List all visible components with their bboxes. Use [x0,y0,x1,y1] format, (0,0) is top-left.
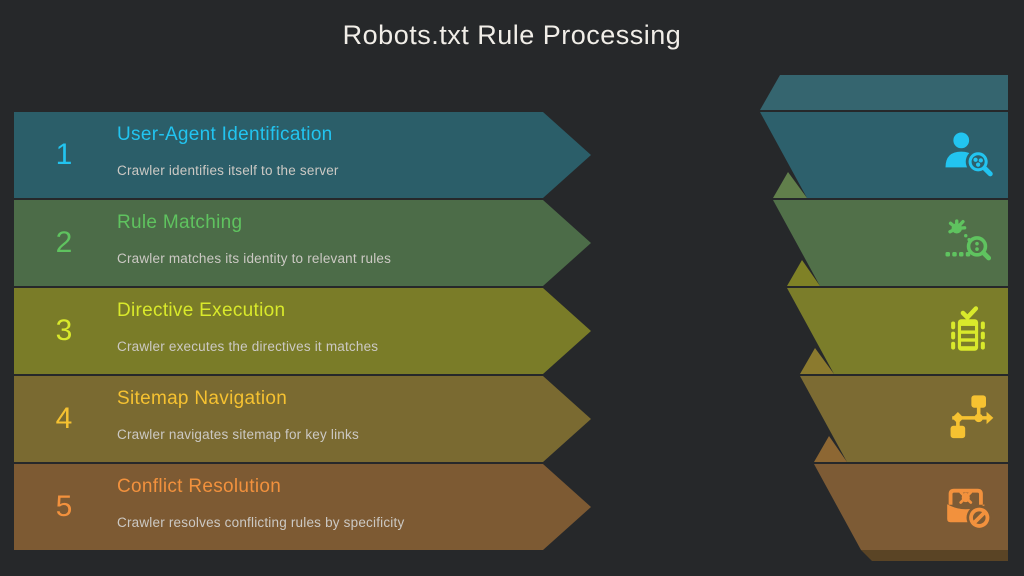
step-arrow-2 [14,200,591,286]
step-title: Conflict Resolution [117,476,282,497]
step-number: 4 [55,402,73,435]
step-arrow-5 [14,464,591,550]
ribbon-fold-5 [814,436,847,462]
ribbon-fold-4 [800,348,834,374]
blocked-bug-box-icon [941,480,995,534]
step-row-2: 2 Rule Matching Crawler matches its iden… [14,200,544,286]
ribbon-band-3 [787,288,1008,374]
bug-search-icon [941,216,995,270]
ribbon-band-1 [760,112,1008,198]
step-title: Directive Execution [117,300,286,321]
step-number: 3 [55,314,73,347]
step-arrow-4 [14,376,591,462]
sitemap-flowchart-icon [941,392,995,446]
ribbon-band-4 [800,376,1008,462]
step-title: Sitemap Navigation [117,388,288,409]
step-arrow-3 [14,288,591,374]
ribbon-fold-3 [787,260,820,286]
ribbon-band-2 [773,200,1008,286]
step-row-5: 5 Conflict Resolution Crawler resolves c… [14,464,544,550]
step-title: Rule Matching [117,212,243,233]
ribbon-fold-2 [773,172,807,198]
step-row-1: 1 User-Agent Identification Crawler iden… [14,112,544,198]
ribbon-bottom-fold [861,550,1008,561]
step-description: Crawler navigates sitemap for key links [117,427,359,442]
user-search-icon [941,128,995,182]
page-title: Robots.txt Rule Processing [342,20,682,50]
step-number: 1 [55,138,73,171]
step-description: Crawler matches its identity to relevant… [117,251,392,266]
step-arrow-1 [14,112,591,198]
step-description: Crawler identifies itself to the server [117,163,339,178]
step-number: 2 [55,226,73,259]
ribbon-top-fold [760,75,1008,110]
step-row-4: 4 Sitemap Navigation Crawler navigates s… [14,376,544,462]
step-number: 5 [55,490,73,523]
step-row-3: 3 Directive Execution Crawler executes t… [14,288,544,374]
step-description: Crawler resolves conflicting rules by sp… [117,515,405,530]
ribbon-band-5 [814,464,1008,550]
step-description: Crawler executes the directives it match… [117,339,379,354]
step-title: User-Agent Identification [117,124,333,145]
directive-checklist-icon [941,304,995,358]
